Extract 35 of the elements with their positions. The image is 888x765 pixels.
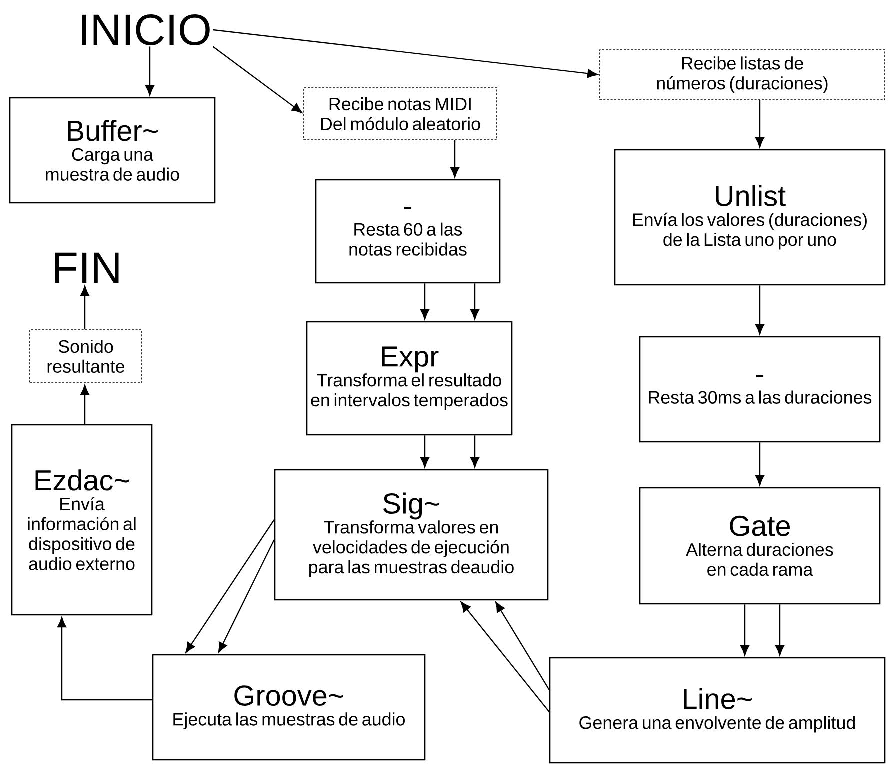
arrow bbox=[756, 286, 764, 335]
process-box: Unlist Envía los valores (duraciones) de la Lista uno por uno bbox=[614, 149, 886, 286]
arrow bbox=[496, 602, 550, 690]
arrow bbox=[470, 436, 480, 468]
terminal-text: FIN bbox=[55, 252, 119, 284]
arrow bbox=[186, 520, 275, 654]
terminal-text: INICIO bbox=[82, 14, 210, 46]
arrow bbox=[450, 140, 460, 178]
arrow bbox=[146, 46, 154, 96]
arrow bbox=[756, 442, 764, 486]
arrow bbox=[470, 284, 480, 320]
arrow bbox=[213, 29, 598, 78]
arrow bbox=[460, 602, 550, 712]
process-box: Gate Alterna duraciones en cada rama bbox=[639, 487, 881, 605]
data-box: Recibe notas MIDI Del módulo aleatorio bbox=[304, 88, 498, 140]
arrow bbox=[58, 617, 152, 701]
process-box: Expr Transforma el resultado en intervalos temperados bbox=[306, 321, 513, 436]
process-box: Buffer~ Carga una muestra de audio bbox=[9, 97, 216, 204]
arrow bbox=[80, 385, 90, 424]
data-box: Sonido resultante bbox=[30, 330, 142, 384]
data-box: Recibe listas de números (duraciones) bbox=[600, 50, 886, 100]
arrow bbox=[776, 604, 784, 656]
arrow bbox=[218, 540, 275, 653]
arrow bbox=[740, 604, 750, 656]
arrow bbox=[420, 436, 430, 468]
arrow bbox=[420, 284, 430, 320]
process-box: Line~ Genera una envolvente de amplitud bbox=[549, 657, 886, 764]
process-box: Ezdac~ Envía información al dispositivo de audio externo bbox=[11, 424, 153, 616]
process-box: - Resta 60 a las notas recibidas bbox=[315, 179, 501, 284]
arrow bbox=[756, 100, 764, 148]
process-box: Sig~ Transforma valores en velocidades de ejecución para las muestras deaudio bbox=[274, 469, 549, 601]
arrow bbox=[80, 286, 90, 330]
arrow bbox=[212, 46, 302, 114]
process-box: - Resta 30ms a las duraciones bbox=[639, 336, 881, 443]
process-box: Groove~ Ejecuta las muestras de audio bbox=[152, 654, 426, 761]
